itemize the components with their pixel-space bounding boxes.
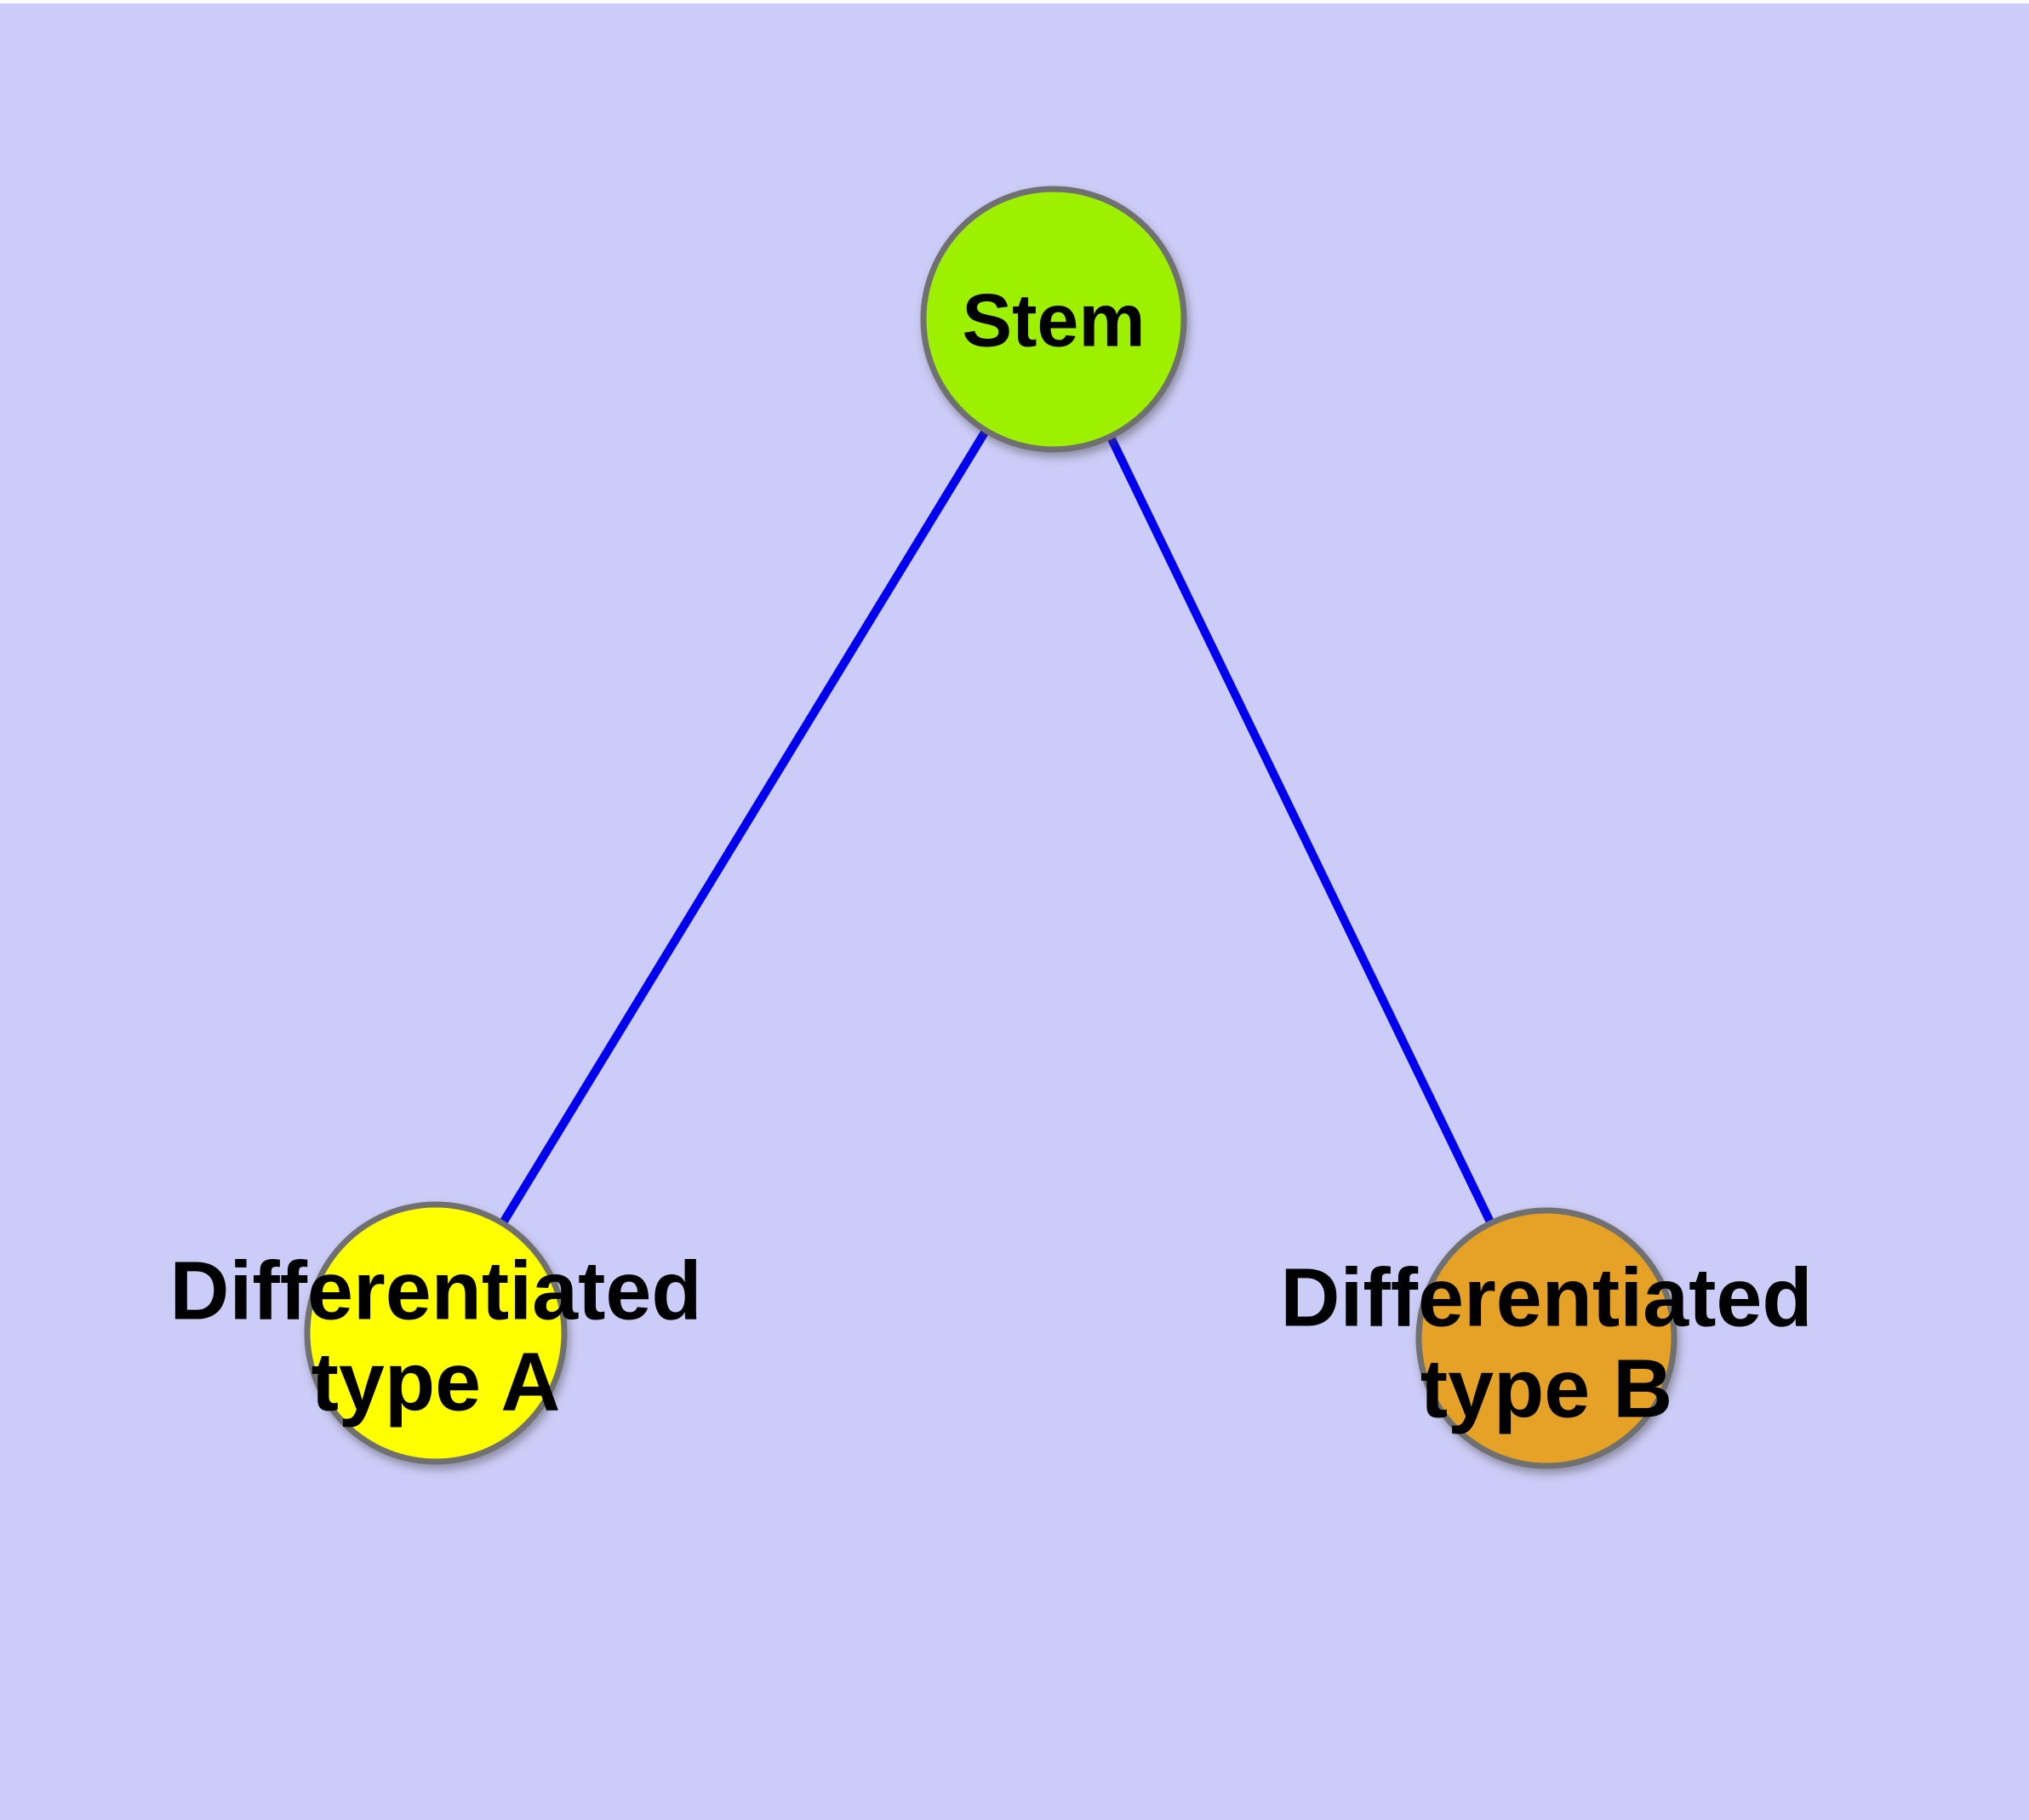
differentiated-type-b-label-line-1: Differentiated bbox=[1280, 1251, 1813, 1344]
differentiated-type-a-node-label: Differentiated type A bbox=[169, 1245, 701, 1427]
stem-node-label: Stem bbox=[962, 278, 1146, 363]
differentiated-type-a-label-line-2: type A bbox=[311, 1335, 561, 1428]
edge-stem-to-type-a bbox=[432, 317, 1058, 1336]
differentiated-type-b-node-label: Differentiated type B bbox=[1280, 1252, 1812, 1434]
edge-stem-to-type-b bbox=[1049, 317, 1551, 1341]
window-edge-strip bbox=[0, 0, 2029, 3]
differentiated-type-b-label-line-2: type B bbox=[1420, 1342, 1673, 1434]
differentiated-type-a-node-circle[interactable] bbox=[304, 1201, 568, 1465]
stem-node-circle[interactable] bbox=[920, 186, 1187, 453]
differentiated-type-a-label-line-1: Differentiated bbox=[169, 1244, 702, 1337]
differentiated-type-b-node-circle[interactable] bbox=[1415, 1207, 1677, 1469]
stem-node-label-text: Stem bbox=[962, 278, 1146, 363]
